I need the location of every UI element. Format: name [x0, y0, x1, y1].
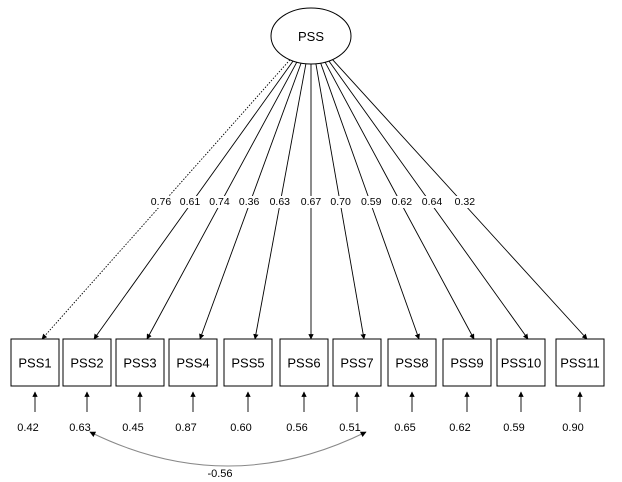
indicator-label: PSS2 — [70, 356, 103, 371]
loading-label-bg — [267, 196, 292, 208]
indicator-box — [332, 338, 382, 387]
indicator-label: PSS4 — [176, 356, 209, 371]
loading-value: 0.76 — [151, 196, 172, 208]
indicator-label: PSS3 — [123, 356, 156, 371]
correlation-value: -0.56 — [207, 468, 232, 480]
indicator-node: PSS3 — [115, 338, 165, 387]
error-value: 0.62 — [449, 422, 470, 434]
error-value: 0.59 — [503, 422, 524, 434]
loading-value: 0.61 — [180, 196, 201, 208]
latent-label: PSS — [298, 29, 324, 44]
indicator-label: PSS9 — [450, 356, 483, 371]
indicator-box — [168, 338, 218, 387]
error-value: 0.87 — [175, 422, 196, 434]
indicator-box — [223, 338, 273, 387]
loading-value: 0.64 — [422, 196, 443, 208]
indicator-box — [555, 338, 605, 387]
loading-label-bg — [299, 196, 323, 208]
indicator-node: PSS7 — [332, 338, 382, 387]
error-value: 0.56 — [286, 422, 307, 434]
error-value: 0.60 — [230, 422, 251, 434]
latent-node: PSS — [270, 7, 352, 65]
indicator-node: PSS10 — [496, 338, 546, 387]
indicator-box — [496, 338, 546, 387]
indicator-node: PSS9 — [442, 338, 492, 387]
indicator-node: PSS2 — [62, 338, 112, 387]
indicator-label: PSS7 — [340, 356, 373, 371]
loading-value: 0.59 — [361, 196, 382, 208]
indicator-node: PSS5 — [223, 338, 273, 387]
loading-label-bg — [420, 196, 444, 208]
error-value: 0.45 — [122, 422, 143, 434]
indicator-nodes: PSS1 PSS2 PSS3 PSS4 PSS5 PSS6 PSS7 PSS8 PSS9 PSS1… — [10, 338, 605, 387]
indicator-node: PSS6 — [279, 338, 329, 387]
loading-value: 0.70 — [330, 196, 351, 208]
indicator-label: PSS6 — [287, 356, 320, 371]
error-value: 0.90 — [562, 422, 583, 434]
indicator-node: PSS1 — [10, 338, 60, 387]
error-value: 0.42 — [17, 422, 38, 434]
indicator-node: PSS8 — [387, 338, 437, 387]
loading-paths: 0.76 0.61 0.74 0.36 0.63 0.67 0.70 0.59 0.62 0.64… — [41, 59, 588, 340]
loading-value: 0.32 — [455, 196, 476, 208]
loading-label-bg — [149, 196, 173, 208]
indicator-node: PSS11 — [555, 338, 605, 387]
error-value: 0.65 — [394, 422, 415, 434]
loading-label-bg — [452, 196, 477, 208]
correlation-arc — [89, 431, 367, 467]
indicator-node: PSS4 — [168, 338, 218, 387]
indicator-label: PSS10 — [501, 356, 541, 371]
indicator-label: PSS11 — [560, 356, 600, 371]
indicator-box — [62, 338, 112, 387]
indicator-box — [115, 338, 165, 387]
loading-value: 0.67 — [301, 196, 322, 208]
loading-label-bg — [178, 196, 202, 208]
error-value: 0.63 — [69, 422, 90, 434]
error-value: 0.51 — [339, 422, 360, 434]
loading-label-bg — [237, 196, 262, 208]
indicator-box — [279, 338, 329, 387]
indicator-label: PSS8 — [395, 356, 428, 371]
indicator-label: PSS5 — [231, 356, 264, 371]
error-terms: 0.42 0.63 0.45 0.87 0.60 0.56 0.51 0.65 0.62 0.59… — [17, 391, 584, 434]
loading-value: 0.63 — [270, 196, 291, 208]
loading-value: 0.36 — [239, 196, 260, 208]
indicator-box — [387, 338, 437, 387]
indicator-box — [10, 338, 60, 387]
loading-label-bg — [389, 196, 414, 208]
loading-value: 0.62 — [392, 196, 413, 208]
indicator-box — [442, 338, 492, 387]
loading-value: 0.74 — [209, 196, 230, 208]
loading-label-bg — [328, 196, 353, 208]
loading-label-bg — [207, 196, 232, 208]
error-correlation: -0.56 — [89, 431, 367, 480]
indicator-label: PSS1 — [18, 356, 51, 371]
loading-label-bg — [359, 196, 384, 208]
